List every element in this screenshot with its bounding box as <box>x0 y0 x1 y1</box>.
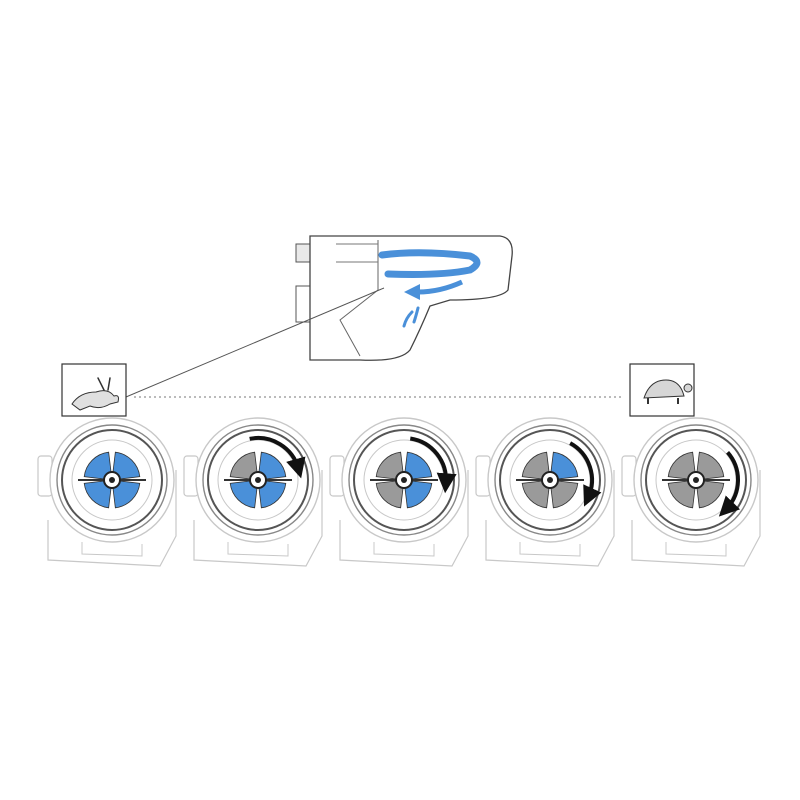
valve-dial-2 <box>183 417 323 567</box>
water-swirl-arrow <box>378 249 481 328</box>
valve-dial-1 <box>37 417 177 567</box>
valve-row <box>37 417 761 567</box>
rotation-arrow <box>409 436 457 494</box>
toilet-cross-section <box>295 235 513 361</box>
leader-line <box>125 287 385 398</box>
valve-dial-4 <box>475 417 615 567</box>
valve-dial-3 <box>329 417 469 567</box>
rotation-arrow <box>718 450 741 517</box>
valve-dial-5 <box>621 417 761 567</box>
turtle-icon <box>629 363 695 417</box>
rabbit-icon <box>61 363 127 417</box>
rotation-arrow <box>249 436 306 479</box>
rotation-arrow <box>569 441 602 507</box>
